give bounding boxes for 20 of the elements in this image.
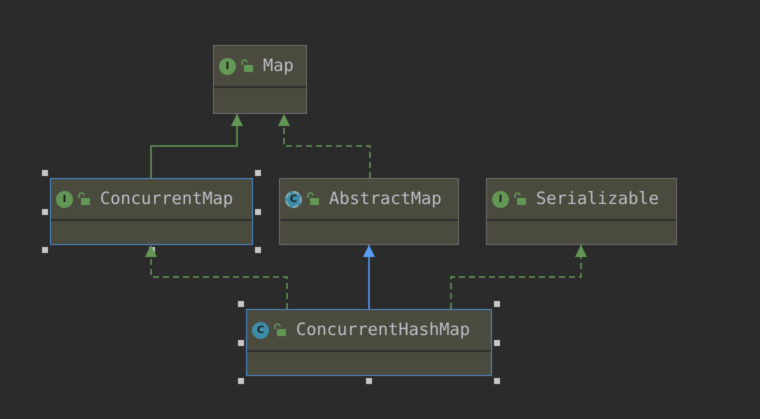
type-badge: C [252,322,269,338]
class-box [246,309,492,376]
inheritance-arrow [363,245,375,309]
class-name: ConcurrentHashMap [296,320,470,340]
class-box [50,178,253,245]
class-box [213,45,307,114]
class-name: AbstractMap [329,189,442,209]
inheritance-arrow [278,114,371,178]
type-badge: I [56,190,73,208]
class-name: Map [263,56,294,76]
type-badge: I [492,190,509,208]
inheritance-arrow [150,114,243,178]
class-box [486,178,677,245]
class-name: ConcurrentMap [100,189,234,209]
inheritance-arrow [145,245,288,309]
type-badge: C [285,190,302,208]
inheritance-arrow [450,245,587,309]
type-badge: I [219,58,236,74]
class-name: Serializable [536,189,659,209]
class-box [279,178,459,245]
